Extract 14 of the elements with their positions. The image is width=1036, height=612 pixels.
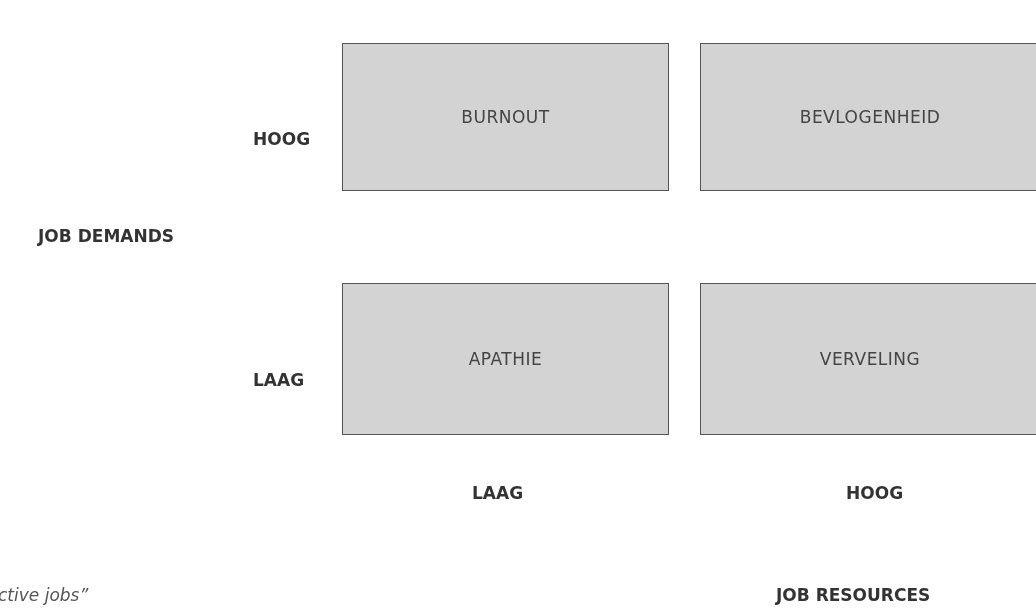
quadrant-label: BURNOUT: [461, 107, 550, 127]
quadrant-box: [700, 283, 1036, 435]
quadrant-box: [700, 43, 1036, 191]
quadrant-label: BEVLOGENHEID: [799, 107, 941, 127]
axis-level-label: LAAG: [253, 370, 305, 390]
axis-level-label: HOOG: [253, 129, 311, 149]
axis-title: JOB RESOURCES: [776, 585, 931, 605]
axis-title: JOB DEMANDS: [38, 226, 175, 246]
quadrant-box: [342, 283, 669, 435]
quadrant-label: VERVELING: [819, 349, 921, 369]
quadrant-label: APATHIE: [468, 349, 543, 369]
quadrant-box: [342, 43, 669, 191]
axis-level-label: HOOG: [846, 483, 904, 503]
axis-level-label: LAAG: [472, 483, 524, 503]
